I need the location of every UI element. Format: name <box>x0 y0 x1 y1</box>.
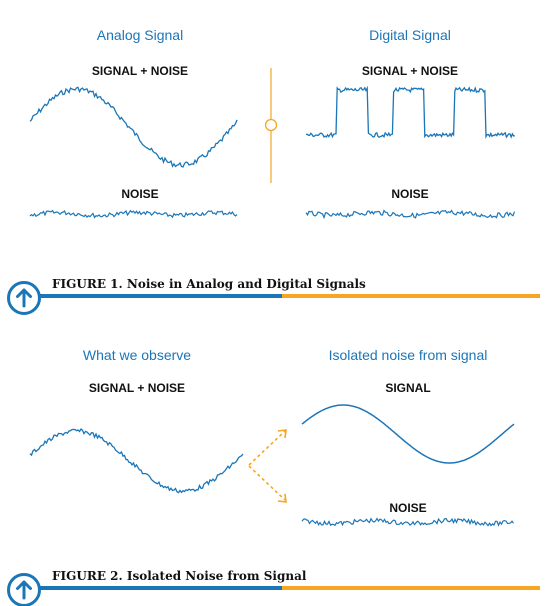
fig1-analog-noise-wave <box>29 209 238 219</box>
circle-up-arrow-icon <box>7 573 41 606</box>
fig2-signal-label: SIGNAL <box>385 381 431 395</box>
fig1-analog-signal-noise-label: SIGNAL + NOISE <box>91 64 189 78</box>
fig1-caption: FIGURE 1. Noise in Analog and Digital Si… <box>52 277 366 291</box>
fig2-isolated-heading: Isolated noise from signal <box>328 347 488 363</box>
fig1-analog-heading: Analog Signal <box>96 27 184 43</box>
fig1-divider-knob <box>264 118 278 132</box>
fig1-bar-orange <box>282 294 540 298</box>
fig1-digital-heading: Digital Signal <box>369 27 451 43</box>
circle-up-arrow-icon <box>7 281 41 315</box>
fig2-bar-blue <box>8 586 282 590</box>
fig2-clean-signal-wave <box>301 404 515 464</box>
fig2-noise-wave <box>301 517 514 527</box>
fig2-noise-label: NOISE <box>389 501 427 515</box>
fig1-bar-blue <box>8 294 282 298</box>
fig2-signal-noise-wave <box>29 428 244 494</box>
fig1-digital-signal-noise-label: SIGNAL + NOISE <box>361 64 459 78</box>
split-arrows-icon <box>248 429 287 503</box>
fig2-bar-orange <box>282 586 540 590</box>
fig2-signal-noise-label: SIGNAL + NOISE <box>88 381 186 395</box>
fig1-digital-noise-wave <box>305 209 516 220</box>
fig1-digital-signal-noise-wave <box>306 85 516 139</box>
fig2-caption: FIGURE 2. Isolated Noise from Signal <box>52 569 307 583</box>
fig2-observe-heading: What we observe <box>82 347 192 363</box>
fig1-analog-noise-label: NOISE <box>121 187 159 201</box>
fig1-digital-noise-label: NOISE <box>391 187 429 201</box>
fig1-analog-signal-noise-wave <box>29 86 238 168</box>
